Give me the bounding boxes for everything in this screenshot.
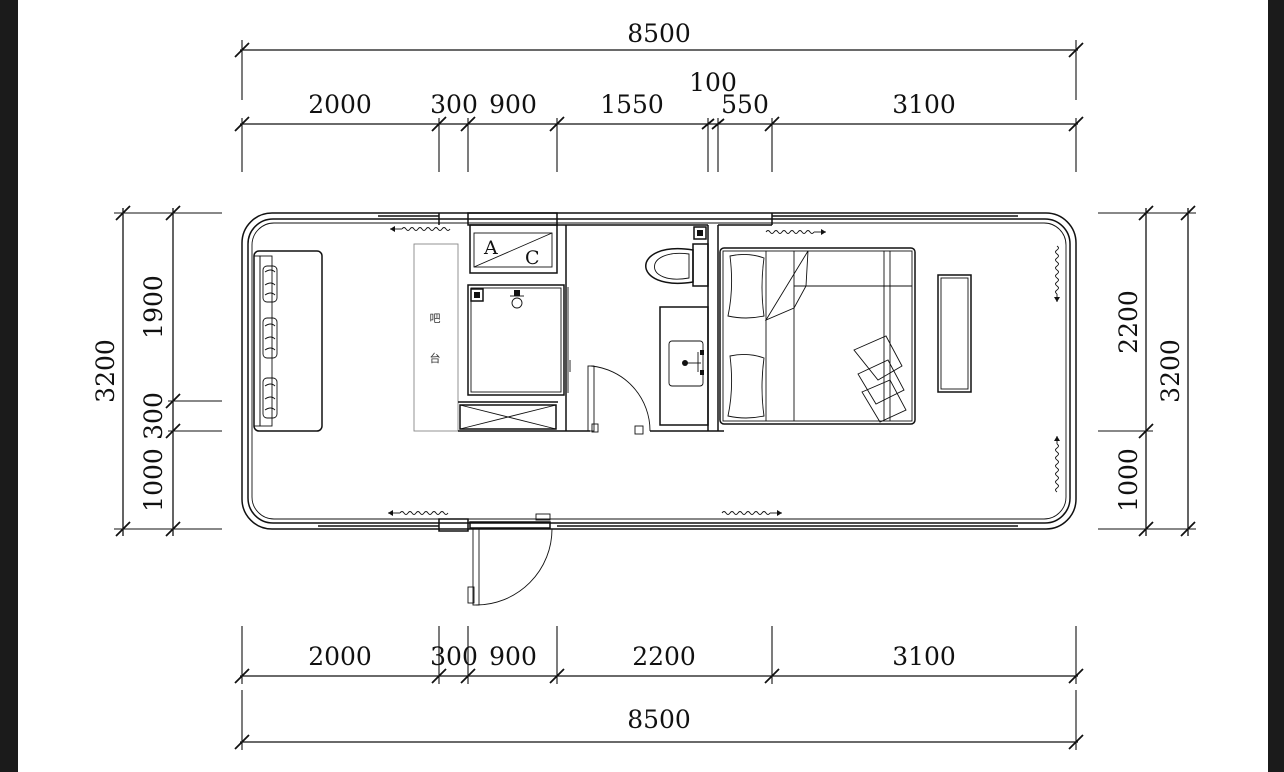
dim-top-small: 100 xyxy=(689,68,737,97)
bed xyxy=(719,247,916,425)
toilet xyxy=(645,226,709,287)
storage-cabinet xyxy=(459,404,557,430)
dim-top-seg-4: 1550 xyxy=(600,90,664,119)
dim-left-seg-2: 300 xyxy=(139,392,168,440)
bedroom-cabinet xyxy=(937,274,972,393)
bar-counter: 吧 台 xyxy=(413,243,459,432)
dim-top-seg-6: 3100 xyxy=(892,90,956,119)
dim-bottom-seg-1: 2000 xyxy=(308,642,372,671)
dim-bottom-seg-2: 300 xyxy=(430,642,478,671)
ac-label-c: C xyxy=(525,247,540,269)
floor-plan: 8500 2000 300 900 1550 550 3100 100 xyxy=(91,19,1196,750)
top-dimension-group: 8500 2000 300 900 1550 550 3100 100 xyxy=(234,19,1084,172)
dim-bottom-seg-5: 3100 xyxy=(892,642,956,671)
dim-left-total: 3200 xyxy=(91,339,120,403)
dim-right-total: 3200 xyxy=(1156,339,1185,403)
bar-label-1: 吧 xyxy=(430,312,441,325)
dim-top-seg-5: 550 xyxy=(721,90,769,119)
bar-label-2: 台 xyxy=(430,351,441,365)
heater-symbols xyxy=(388,226,1060,516)
kitchen-sink-counter xyxy=(467,284,571,396)
dim-left-seg-3: 1000 xyxy=(139,448,168,512)
dim-left-seg-1: 1900 xyxy=(139,275,168,339)
bathroom-door xyxy=(587,365,651,435)
dim-bottom-seg-4: 2200 xyxy=(632,642,696,671)
dim-top-total: 8500 xyxy=(627,19,691,48)
dim-bottom-total: 8500 xyxy=(627,705,691,734)
left-dimension-group: 3200 1900 300 1000 xyxy=(91,205,222,537)
dim-right-seg-2: 1000 xyxy=(1114,448,1143,512)
ac-unit: A C xyxy=(467,212,558,274)
lounge-sofa xyxy=(253,250,323,432)
ac-label-a: A xyxy=(483,237,498,259)
entry-door xyxy=(438,513,553,606)
dim-top-seg-2: 300 xyxy=(430,90,478,119)
dim-top-seg-1: 2000 xyxy=(308,90,372,119)
drawing-sheet: 8500 2000 300 900 1550 550 3100 100 xyxy=(18,0,1268,772)
bottom-dimension-group: 2000 300 900 2200 3100 8500 xyxy=(234,626,1084,750)
right-dimension-group: 2200 1000 3200 xyxy=(1098,205,1196,537)
exterior-shell xyxy=(241,212,1077,530)
bathroom-vanity xyxy=(659,306,709,426)
dim-top-seg-3: 900 xyxy=(489,90,537,119)
dim-right-seg-1: 2200 xyxy=(1114,290,1143,354)
dim-bottom-seg-3: 900 xyxy=(489,642,537,671)
